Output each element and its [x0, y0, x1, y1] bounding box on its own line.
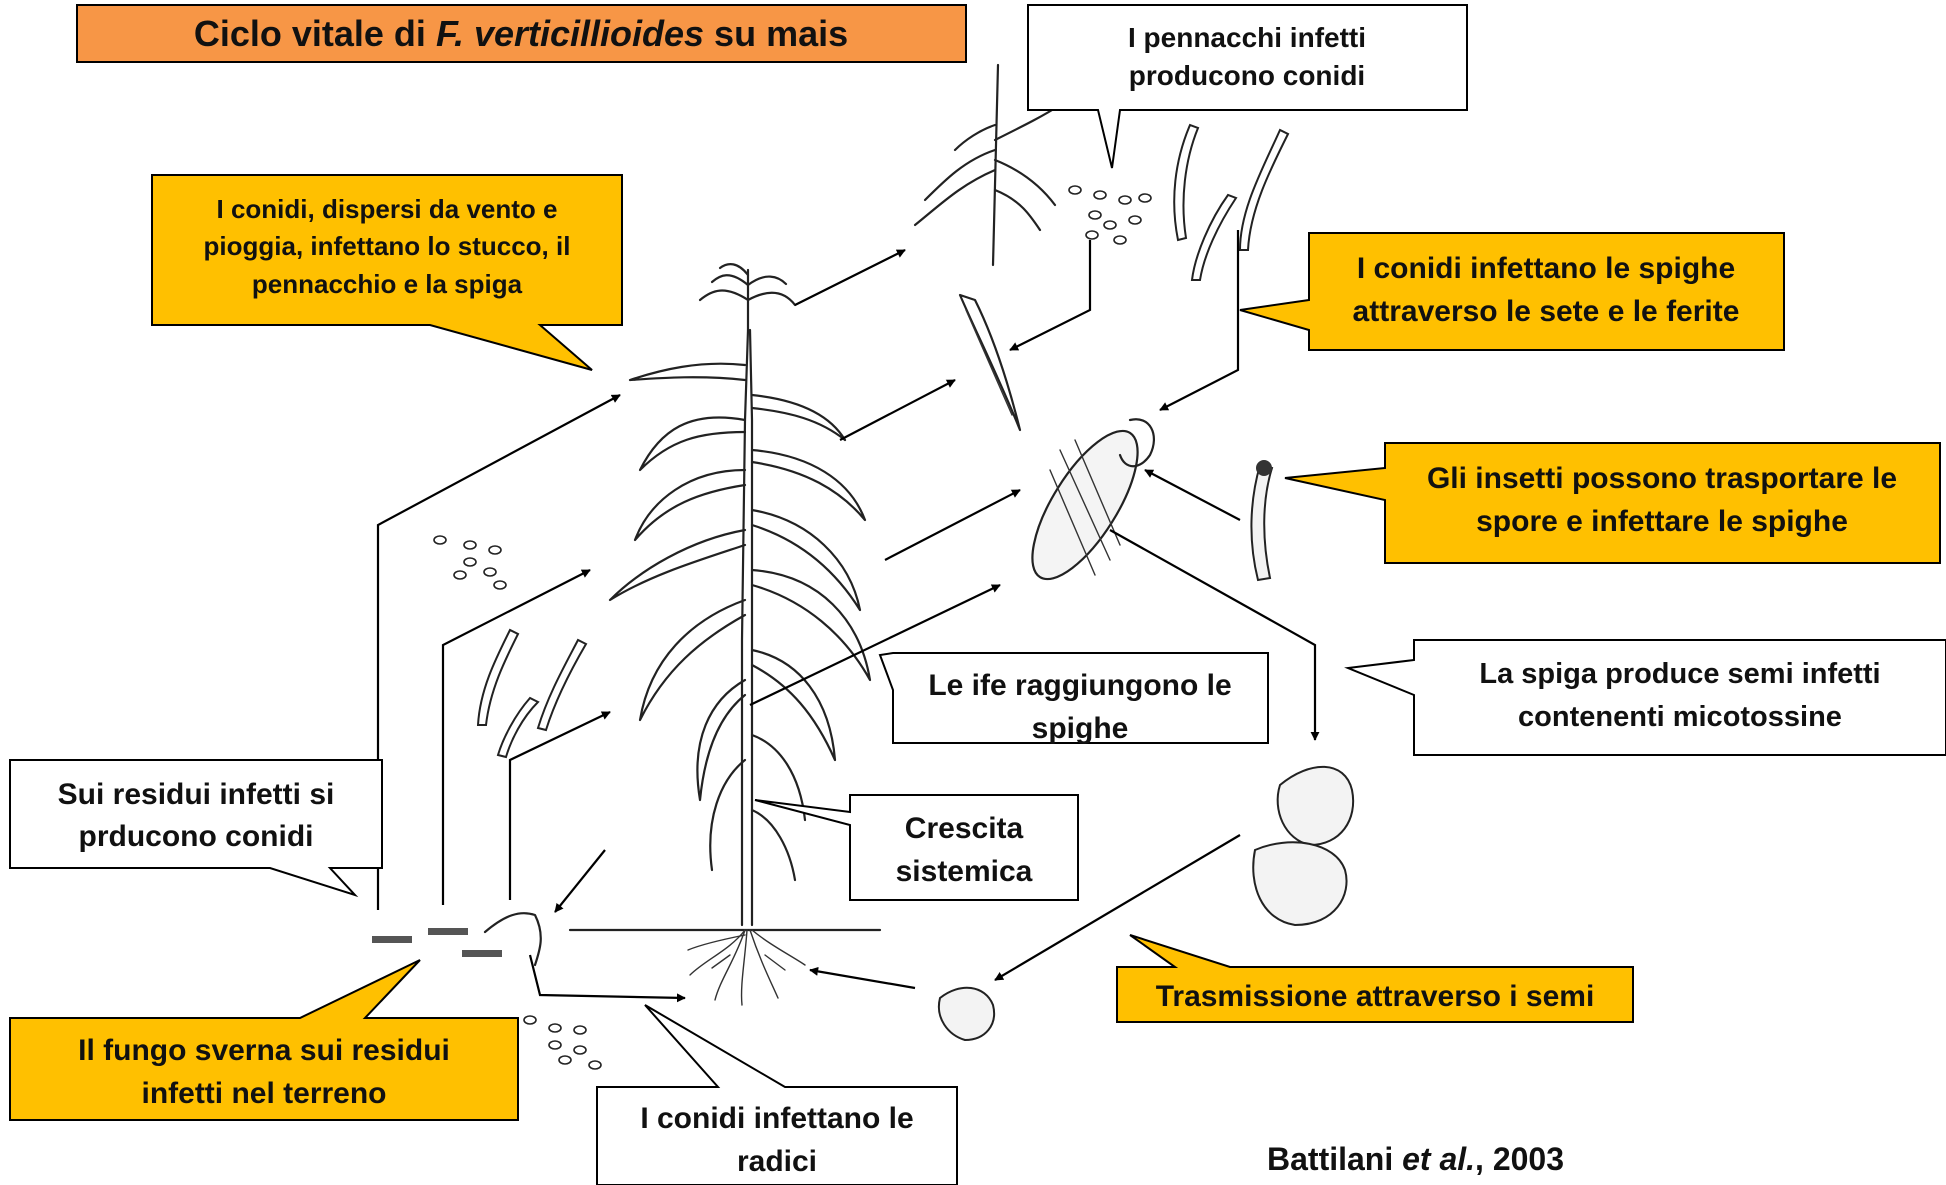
- arrow-residues-to-plant-low: [510, 712, 610, 900]
- arrow-plant-to-residues: [555, 850, 605, 912]
- plant-tassel: [700, 264, 795, 330]
- arrow-seed-to-plant: [810, 970, 915, 988]
- crop-residues-illustration: [372, 913, 541, 965]
- arrow-tassel-to-silk: [1010, 240, 1090, 350]
- page-title: Ciclo vitale di F. verticillioides su ma…: [194, 13, 848, 54]
- plant-leaves: [610, 364, 870, 880]
- arrow-plant-to-silk: [840, 380, 955, 440]
- arrow-plant-to-tassel: [795, 250, 905, 305]
- arrow-plant-to-ear: [885, 490, 1020, 560]
- arrow-insect-to-ear: [1145, 470, 1240, 520]
- citation: Battilani et al., 2003: [1267, 1141, 1564, 1177]
- callout-seed-transmission: Trasmissione attraverso i semi: [1117, 935, 1633, 1022]
- plant-roots: [688, 930, 805, 1005]
- infected-ear-illustration: [1013, 416, 1157, 594]
- svg-text:Trasmissione attraverso i semi: Trasmissione attraverso i semi: [1156, 980, 1595, 1013]
- maize-plant-illustration: [570, 264, 880, 1005]
- arrow-residues-to-plant-mid: [443, 570, 590, 905]
- arrow-residues-to-roots: [530, 955, 685, 998]
- silk-illustration: [960, 295, 1020, 430]
- insect-larva-illustration: [1251, 460, 1272, 580]
- title-banner: Ciclo vitale di F. verticillioides su ma…: [77, 5, 966, 62]
